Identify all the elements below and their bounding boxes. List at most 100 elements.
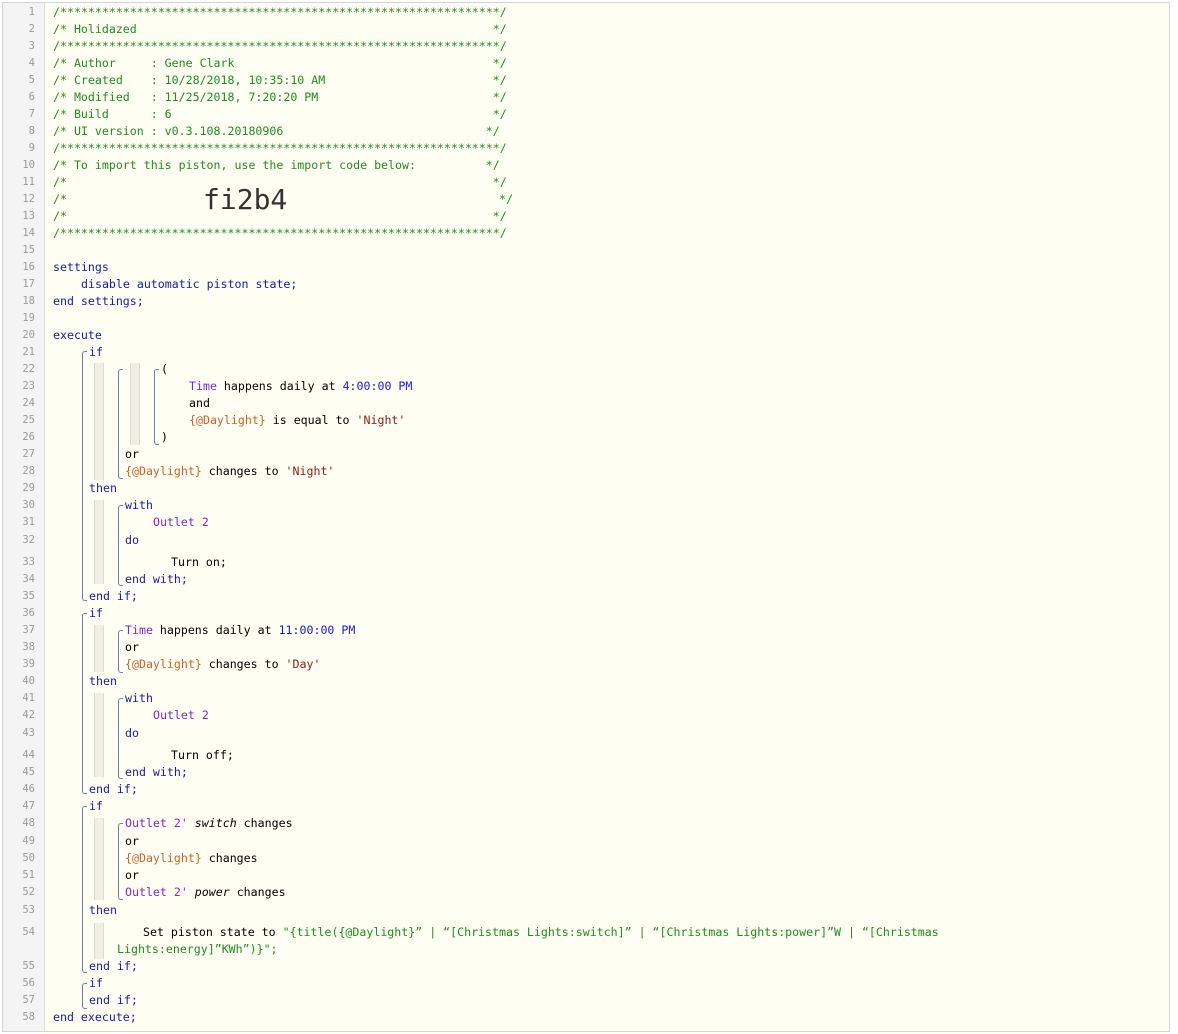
keyword-end-if: end if; bbox=[89, 959, 138, 973]
import-code[interactable]: fi2b4 bbox=[203, 183, 288, 216]
keyword-end-if: end if; bbox=[89, 782, 138, 796]
line-number: 23 bbox=[22, 380, 35, 392]
keyword-settings: settings bbox=[53, 260, 109, 274]
line-number: 8 bbox=[28, 125, 35, 137]
line-number: 20 bbox=[22, 329, 35, 341]
changes-text: changes bbox=[229, 885, 286, 899]
day-string: 'Day' bbox=[285, 657, 321, 671]
line-number: 1 bbox=[28, 6, 35, 18]
comment-import-text: /* To import this piston, use the import… bbox=[53, 158, 500, 172]
operator-and: and bbox=[189, 396, 210, 410]
operator-or: or bbox=[125, 868, 139, 882]
daylight-variable: {@Daylight} bbox=[125, 464, 202, 478]
line-number: 57 bbox=[22, 994, 35, 1006]
line-number: 48 bbox=[22, 817, 35, 829]
operator-or: or bbox=[125, 447, 139, 461]
keyword-with: with bbox=[125, 691, 153, 705]
keyword-end-with: end with; bbox=[125, 765, 188, 779]
line-number: 33 bbox=[22, 556, 35, 568]
setting-disable-state: disable automatic piston state; bbox=[81, 277, 298, 291]
condition-daylight-changes-night[interactable]: {@Daylight} changes to 'Night' bbox=[125, 464, 334, 478]
comment-line-right: */ bbox=[499, 192, 513, 206]
line-number: 22 bbox=[22, 363, 35, 375]
line-number: 14 bbox=[22, 227, 35, 239]
keyword-with: with bbox=[125, 498, 153, 512]
time-keyword: Time bbox=[189, 379, 217, 393]
line-number: 9 bbox=[28, 142, 35, 154]
line-number: 16 bbox=[22, 261, 35, 273]
line-number: 17 bbox=[22, 278, 35, 290]
changes-to-text: changes to bbox=[201, 464, 286, 478]
line-number: 36 bbox=[22, 607, 35, 619]
line-number: 18 bbox=[22, 295, 35, 307]
keyword-end-if: end if; bbox=[89, 993, 138, 1007]
open-paren: ( bbox=[161, 362, 168, 376]
time-value: 11:00:00 PM bbox=[278, 623, 356, 637]
comment-created: /* Created : 10/28/2018, 10:35:10 AM */ bbox=[53, 73, 507, 87]
keyword-then: then bbox=[89, 481, 117, 495]
operator-or: or bbox=[125, 834, 139, 848]
indent-guide bbox=[94, 500, 104, 584]
condition-group-bracket bbox=[118, 369, 123, 479]
indent-guide bbox=[94, 625, 104, 672]
line-number: 11 bbox=[22, 176, 35, 188]
line-number: 37 bbox=[22, 624, 35, 636]
keyword-if: if bbox=[89, 799, 103, 813]
keyword-end-with: end with; bbox=[125, 572, 188, 586]
night-string: 'Night' bbox=[285, 464, 335, 478]
condition-daylight-equal-night[interactable]: {@Daylight} is equal to 'Night' bbox=[189, 413, 405, 427]
power-attribute: power bbox=[187, 885, 230, 899]
line-number: 15 bbox=[22, 244, 35, 256]
happens-text: happens daily at bbox=[152, 623, 279, 637]
close-paren: ) bbox=[161, 430, 168, 444]
if-block-bracket bbox=[82, 806, 87, 973]
device-outlet-2: Outlet 2' bbox=[125, 816, 188, 830]
set-state-text: Set piston state to bbox=[143, 925, 283, 939]
condition-time-11pm[interactable]: Time happens daily at 11:00:00 PM bbox=[125, 623, 355, 637]
if-block-bracket bbox=[82, 983, 87, 1009]
comment-line: /* */ bbox=[53, 175, 507, 189]
action-turn-on[interactable]: Turn on; bbox=[171, 555, 227, 569]
line-number: 53 bbox=[22, 904, 35, 916]
condition-outlet-switch-changes[interactable]: Outlet 2' switch changes bbox=[125, 816, 293, 830]
line-number: 24 bbox=[22, 397, 35, 409]
line-number: 47 bbox=[22, 800, 35, 812]
line-number: 19 bbox=[22, 312, 35, 324]
condition-group-bracket bbox=[118, 630, 123, 673]
line-number: 55 bbox=[22, 960, 35, 972]
line-number: 13 bbox=[22, 210, 35, 222]
changes-text: changes bbox=[201, 851, 258, 865]
line-number: 25 bbox=[22, 414, 35, 426]
condition-time-4pm[interactable]: Time happens daily at 4:00:00 PM bbox=[189, 379, 412, 393]
device-outlet-2[interactable]: Outlet 2 bbox=[153, 708, 209, 722]
comment-title: /* Holidazed */ bbox=[53, 22, 507, 36]
action-set-piston-state[interactable]: Set piston state to "{title({@Daylight}”… bbox=[143, 925, 939, 939]
operator-or: or bbox=[125, 640, 139, 654]
keyword-if: if bbox=[89, 345, 103, 359]
comment-build: /* Build : 6 */ bbox=[53, 107, 507, 121]
line-number: 40 bbox=[22, 675, 35, 687]
device-outlet-2[interactable]: Outlet 2 bbox=[153, 515, 209, 529]
daylight-variable: {@Daylight} bbox=[189, 413, 266, 427]
happens-text: happens daily at bbox=[216, 379, 343, 393]
comment-line: /***************************************… bbox=[53, 5, 507, 19]
line-number: 44 bbox=[22, 749, 35, 761]
condition-outlet-power-changes[interactable]: Outlet 2' power changes bbox=[125, 885, 286, 899]
comment-line: /***************************************… bbox=[53, 226, 507, 240]
line-number: 28 bbox=[22, 465, 35, 477]
keyword-then: then bbox=[89, 903, 117, 917]
condition-daylight-changes[interactable]: {@Daylight} changes bbox=[125, 851, 258, 865]
with-block-bracket bbox=[118, 505, 123, 586]
line-number: 49 bbox=[22, 835, 35, 847]
time-value: 4:00:00 PM bbox=[342, 379, 413, 393]
paren-group-bracket bbox=[154, 369, 159, 445]
condition-daylight-changes-day[interactable]: {@Daylight} changes to 'Day' bbox=[125, 657, 320, 671]
line-number: 29 bbox=[22, 482, 35, 494]
comment-line: /***************************************… bbox=[53, 39, 507, 53]
line-number: 21 bbox=[22, 346, 35, 358]
keyword-if: if bbox=[89, 976, 103, 990]
comment-modified: /* Modified : 11/25/2018, 7:20:20 PM */ bbox=[53, 90, 507, 104]
action-turn-off[interactable]: Turn off; bbox=[171, 748, 234, 762]
line-number: 56 bbox=[22, 977, 35, 989]
line-number: 52 bbox=[22, 886, 35, 898]
